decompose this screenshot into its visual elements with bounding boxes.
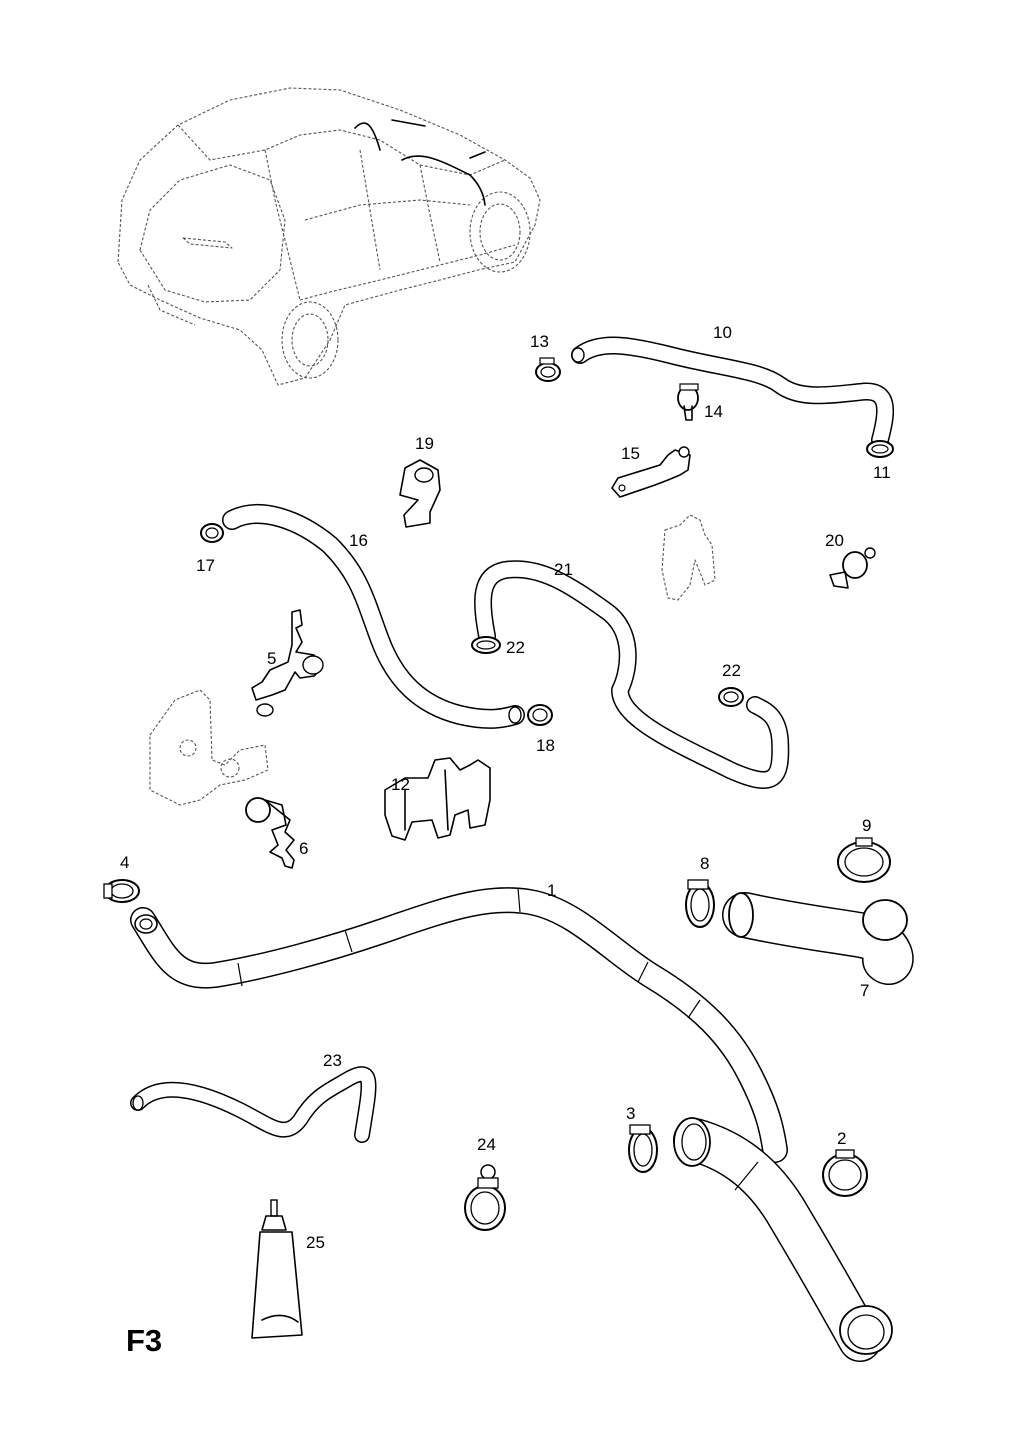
clamp-3	[628, 1124, 658, 1173]
clip-14	[677, 383, 699, 421]
clip-20	[829, 547, 876, 589]
sealant-tube-25	[251, 1199, 303, 1339]
hose-23	[130, 1066, 377, 1143]
hose-16	[222, 504, 525, 729]
callout-17: 17	[196, 556, 215, 575]
clamp-22a	[471, 636, 501, 654]
clamp-4	[103, 879, 140, 903]
clamp-11	[866, 440, 894, 458]
callout-11: 11	[873, 463, 891, 482]
callout-25: 25	[306, 1233, 325, 1252]
hose-1	[130, 887, 788, 1163]
hose-10	[571, 336, 895, 449]
bracket-5	[251, 609, 324, 717]
sheet-code: F3	[126, 1323, 163, 1358]
callout-2: 2	[837, 1129, 846, 1148]
callout-22b: 22	[722, 661, 741, 680]
clamp-22b	[718, 687, 744, 707]
callout-10: 10	[713, 323, 732, 342]
hose-21	[474, 560, 790, 789]
clip-6	[245, 797, 295, 869]
callout-18: 18	[536, 736, 555, 755]
callout-5: 5	[267, 649, 276, 668]
clamp-17	[200, 523, 224, 543]
bracket-12	[384, 757, 491, 841]
dashed-bracket-left	[149, 689, 269, 806]
callout-24: 24	[477, 1135, 496, 1154]
callout-6: 6	[299, 839, 308, 858]
callout-14: 14	[704, 402, 723, 421]
callout-7: 7	[860, 981, 869, 1000]
callout-13: 13	[530, 332, 549, 351]
clamp-13	[535, 357, 561, 382]
clamp-24	[464, 1164, 506, 1231]
clip-19	[399, 459, 441, 528]
callout-labels: 1 2 3 4 5 6 7 8 9 10 11 12 13 14 15 16 1…	[120, 323, 891, 1252]
clamp-18	[527, 704, 553, 726]
clamp-8	[685, 879, 715, 928]
callout-3: 3	[626, 1104, 635, 1123]
vehicle-outline	[117, 87, 541, 386]
lower-hose	[673, 1117, 893, 1362]
callout-16: 16	[349, 531, 368, 550]
clamp-9	[837, 837, 891, 883]
callout-20: 20	[825, 531, 844, 550]
callout-21: 21	[554, 560, 573, 579]
dashed-bracket-right	[661, 514, 716, 601]
callout-15: 15	[621, 444, 640, 463]
bracket-15	[611, 446, 691, 498]
clamp-2	[822, 1149, 868, 1197]
callout-22a: 22	[506, 638, 525, 657]
callout-12: 12	[391, 775, 410, 794]
callout-1: 1	[547, 881, 556, 900]
callout-23: 23	[323, 1051, 342, 1070]
callout-4: 4	[120, 853, 129, 872]
callout-9: 9	[862, 816, 871, 835]
callout-8: 8	[700, 854, 709, 873]
hose-7	[722, 892, 914, 985]
callout-19: 19	[415, 434, 434, 453]
